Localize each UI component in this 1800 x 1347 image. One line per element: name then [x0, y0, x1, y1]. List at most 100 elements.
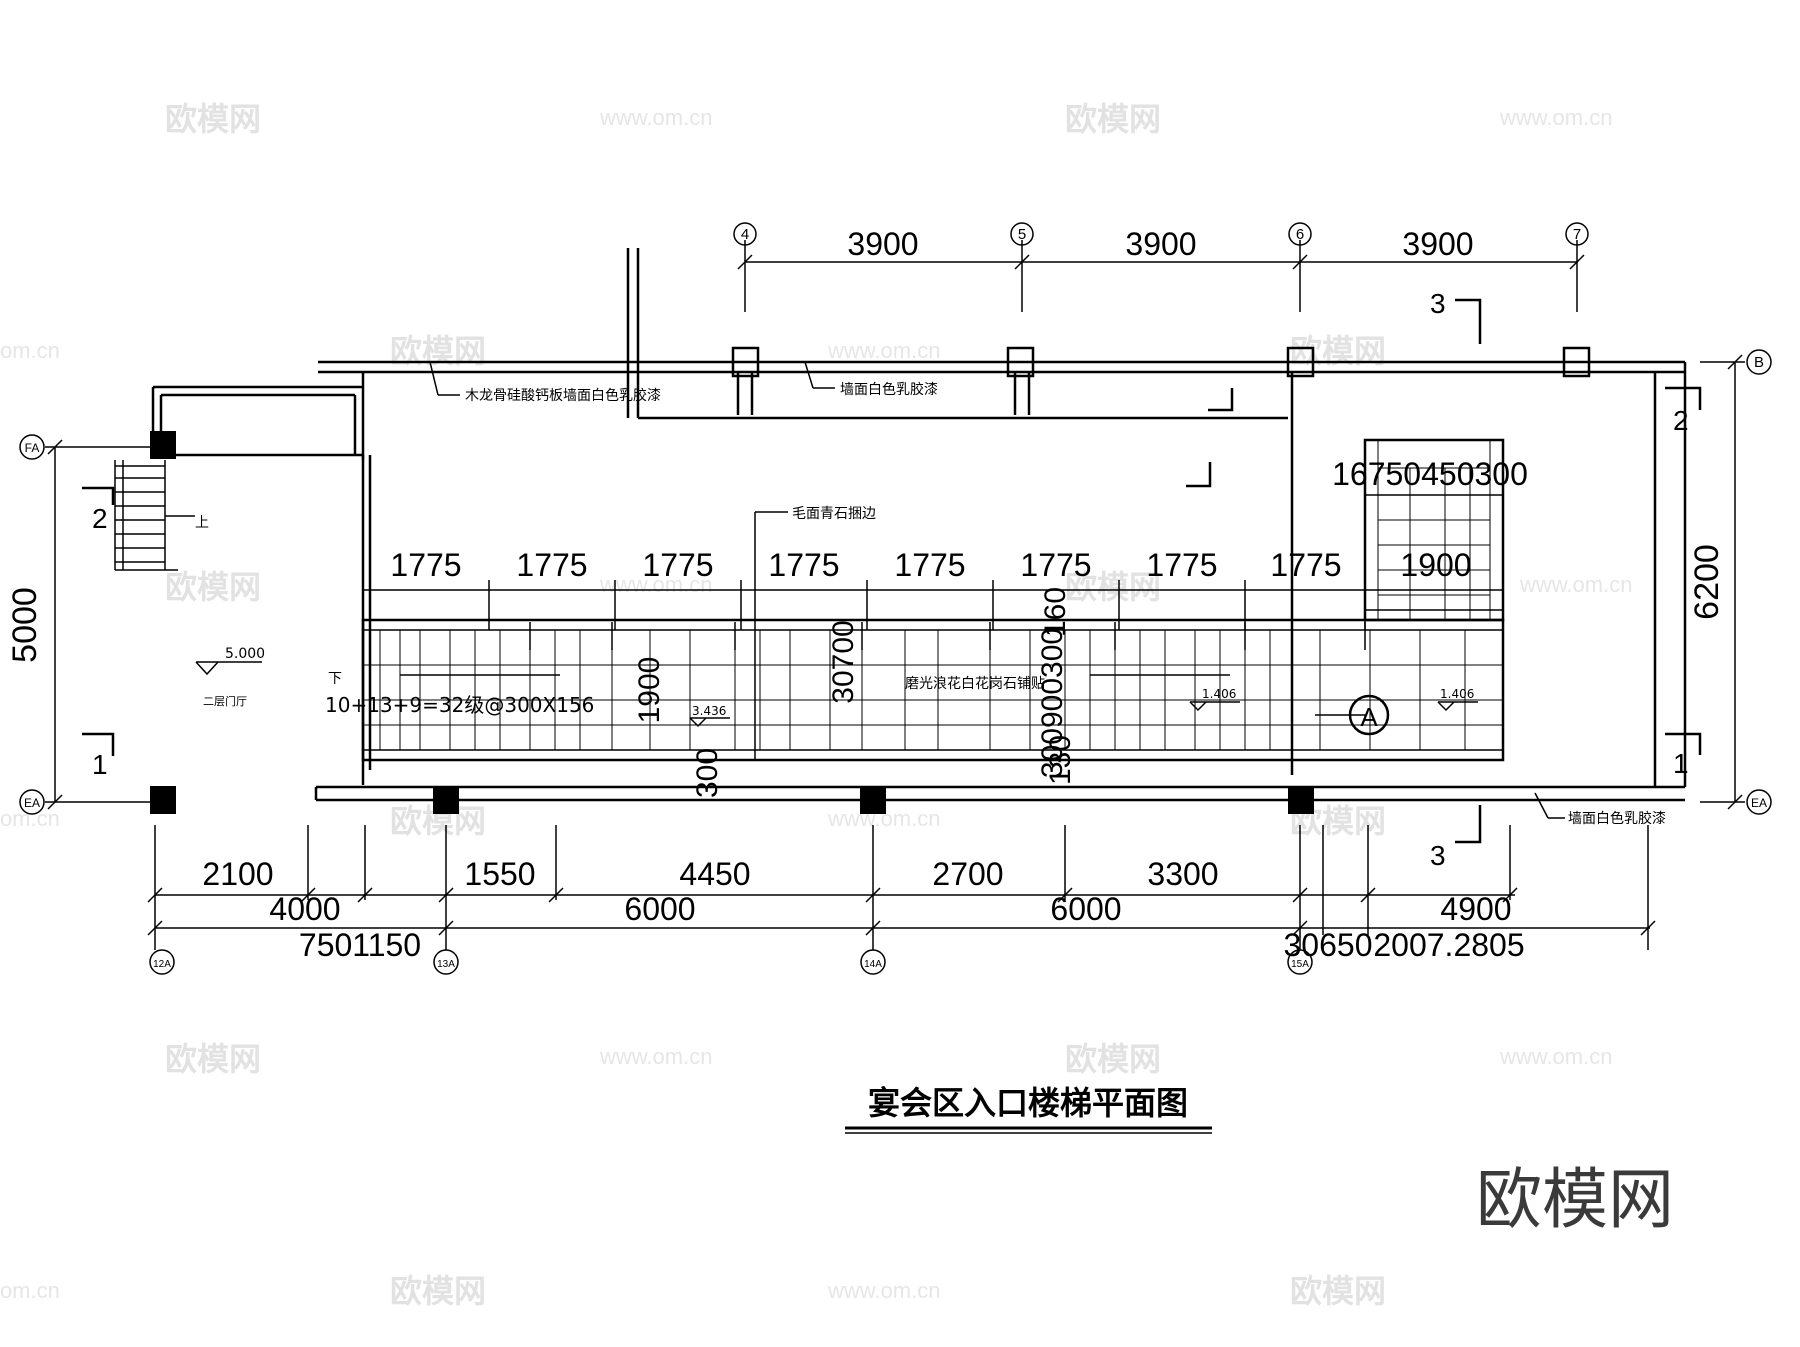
- inner-dimensions: 1900 30700 300 300900300 130 160: [633, 587, 1077, 798]
- section-2-right: 2: [1673, 405, 1689, 436]
- watermark-brand: 欧模网: [390, 332, 486, 370]
- dim-right-height: 6200: [1688, 544, 1726, 620]
- dim-bottom-3300: 3300: [1147, 856, 1218, 892]
- section-1-left: 1: [92, 749, 108, 780]
- watermark-brand: 欧模网: [1065, 100, 1161, 138]
- dim-left-height: 5000: [6, 587, 44, 663]
- dim-30700: 30700: [827, 620, 860, 703]
- grid-axis-14a: 14A: [864, 959, 882, 970]
- dim-tread-3: 1775: [642, 547, 713, 583]
- grid-axis-4: 4: [741, 226, 749, 243]
- elevation-1406-a: 1.406: [1202, 687, 1236, 701]
- watermark-brand: 欧模网: [390, 1272, 486, 1310]
- watermark-url: www.om.cn: [1499, 1044, 1612, 1069]
- label-down: 下: [328, 671, 342, 687]
- dim-1900: 1900: [633, 657, 666, 724]
- watermark-url: om.cn: [0, 1278, 60, 1303]
- dim-top-span-3: 3900: [1402, 226, 1473, 262]
- watermark-brand: 欧模网: [1065, 568, 1161, 606]
- section-3-bottom: 3: [1430, 840, 1446, 871]
- watermark-url: www.om.cn: [1499, 105, 1612, 130]
- dim-bottom-6000-b: 6000: [1050, 891, 1121, 927]
- dim-bottom-2100: 2100: [202, 856, 273, 892]
- grid-axis-15a: 15A: [1291, 959, 1309, 970]
- dim-bottom-7501150: 7501150: [299, 927, 421, 963]
- dim-tread-5: 1775: [894, 547, 965, 583]
- watermark-brand: 欧模网: [165, 1040, 261, 1078]
- grid-axis-fa: FA: [25, 441, 40, 455]
- dim-upper-small: 16750450300: [1332, 456, 1528, 492]
- watermark-url: www.om.cn: [599, 1044, 712, 1069]
- note-wall-white-bottom: 墙面白色乳胶漆: [1568, 810, 1666, 827]
- grid-axis-6: 6: [1296, 226, 1304, 243]
- dim-bottom-6000-a: 6000: [624, 891, 695, 927]
- dim-tread-8: 1775: [1270, 547, 1341, 583]
- dim-bottom-4000: 4000: [269, 891, 340, 927]
- watermark-brand: 欧模网: [165, 568, 261, 606]
- grid-axis-ea-right: EA: [1751, 796, 1767, 810]
- dim-top-span-1: 3900: [847, 226, 918, 262]
- brand-logo: 欧模网: [1476, 1161, 1674, 1238]
- walls: [150, 248, 1687, 814]
- bottom-dimensions: 2100 1550 4450 2700 3300 4000 6000 6000 …: [147, 825, 1656, 975]
- elevation-3436: 3.436: [692, 704, 726, 718]
- upper-stair-left: 上: [114, 460, 209, 571]
- watermark-url: www.om.cn: [827, 338, 940, 363]
- grid-axis-7: 7: [1573, 226, 1581, 243]
- top-grid: 4 5 6 7 3900 3900 3900: [733, 222, 1589, 312]
- watermark-url: www.om.cn: [827, 1278, 940, 1303]
- column: [860, 786, 886, 814]
- dim-tread-4: 1775: [768, 547, 839, 583]
- left-dimension: FA EA 5000: [6, 434, 150, 815]
- drawing-title: 宴会区入口楼梯平面图: [868, 1084, 1188, 1122]
- section-1-right: 1: [1673, 748, 1689, 779]
- drawing-title-block: 宴会区入口楼梯平面图: [845, 1084, 1212, 1134]
- dim-tread-7: 1775: [1146, 547, 1217, 583]
- annotations: 木龙骨硅酸钙板墙面白色乳胶漆 墙面白色乳胶漆 毛面青石捆边 墙面白色乳胶漆 磨光…: [195, 361, 1666, 827]
- grid-axis-b: B: [1754, 354, 1764, 371]
- dim-300900300: 300900300: [1036, 628, 1069, 778]
- column: [150, 786, 176, 814]
- dim-tread-2: 1775: [516, 547, 587, 583]
- watermark-url: om.cn: [0, 338, 60, 363]
- stair-up-label: 上: [195, 515, 209, 531]
- column: [1288, 786, 1314, 814]
- watermark-brand: 欧模网: [1290, 332, 1386, 370]
- right-dimension: B EA 6200: [1688, 349, 1772, 815]
- watermark-layer: 欧模网 www.om.cn 欧模网 www.om.cn om.cn 欧模网 ww…: [0, 100, 1632, 1310]
- grid-axis-13a: 13A: [437, 959, 455, 970]
- note-granite: 磨光浪花白花岗石铺贴: [905, 676, 1045, 692]
- note-wall-wood: 木龙骨硅酸钙板墙面白色乳胶漆: [465, 387, 661, 404]
- elevation-1406-b: 1.406: [1440, 687, 1474, 701]
- dim-bottom-2007-2805: 2007.2805: [1373, 927, 1524, 963]
- dim-tread-9: 1900: [1400, 547, 1471, 583]
- dim-tread-6: 1775: [1020, 547, 1091, 583]
- dim-300: 300: [691, 748, 724, 798]
- note-wall-white-top: 墙面白色乳胶漆: [840, 381, 938, 398]
- dim-160: 160: [1039, 587, 1072, 637]
- section-2-left: 2: [92, 503, 108, 534]
- dim-bottom-30650: 30650: [1284, 927, 1373, 963]
- column: [150, 431, 176, 459]
- detail-tag-a: A: [1360, 702, 1378, 732]
- watermark-brand: 欧模网: [165, 100, 261, 138]
- column: [433, 786, 459, 814]
- grid-axis-ea-left: EA: [24, 796, 40, 810]
- main-stair-run: [361, 438, 1505, 762]
- dim-bottom-4450: 4450: [679, 856, 750, 892]
- watermark-brand: 欧模网: [1065, 1040, 1161, 1078]
- note-stone-edge: 毛面青石捆边: [792, 506, 876, 522]
- watermark-url: www.om.cn: [1519, 572, 1632, 597]
- watermark-url: www.om.cn: [599, 572, 712, 597]
- dim-bottom-4900: 4900: [1440, 891, 1511, 927]
- dim-bottom-1550: 1550: [464, 856, 535, 892]
- watermark-url: www.om.cn: [599, 105, 712, 130]
- elevation-5000: 5.000: [225, 646, 265, 662]
- grid-axis-12a: 12A: [153, 959, 171, 970]
- note-steps: 10+13+9=32级@300X156: [325, 693, 594, 717]
- watermark-brand: 欧模网: [1290, 1272, 1386, 1310]
- dim-130: 130: [1044, 735, 1077, 785]
- dim-tread-1: 1775: [390, 547, 461, 583]
- section-3-top: 3: [1430, 288, 1446, 319]
- dim-bottom-2700: 2700: [932, 856, 1003, 892]
